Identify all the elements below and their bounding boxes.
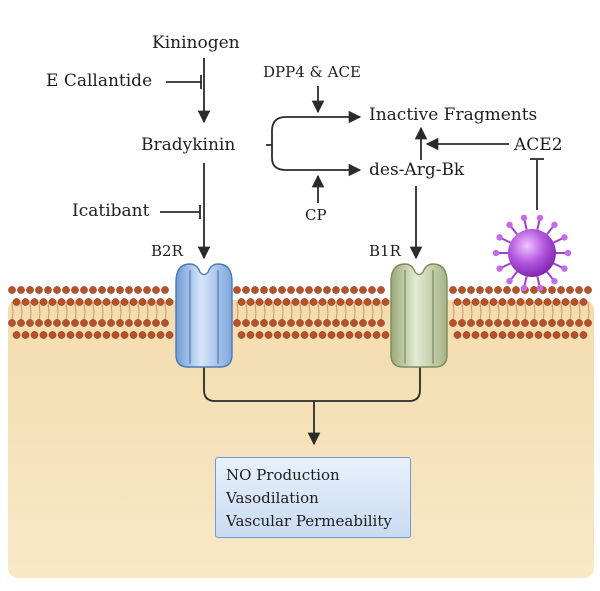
b2r-receptor <box>175 263 233 368</box>
label-cp: CP <box>305 206 327 224</box>
label-ace2: ACE2 <box>514 135 563 155</box>
label-kininogen: Kininogen <box>152 33 240 53</box>
virus-icon <box>492 214 572 292</box>
label-icatibant: Icatibant <box>72 201 150 221</box>
branch-bradykinin-to-desargbk <box>271 145 362 177</box>
b1r-receptor <box>390 263 448 368</box>
label-dpp4-ace: DPP4 & ACE <box>263 63 361 81</box>
pathway-arrows <box>160 58 544 446</box>
effect-vasodilation: Vasodilation <box>226 489 319 507</box>
label-bradykinin: Bradykinin <box>141 135 236 155</box>
label-b1r: B1R <box>369 242 401 260</box>
branch-bradykinin-to-fragments <box>266 110 362 146</box>
lipid-bilayer-membrane <box>8 286 592 339</box>
label-e-callantide: E Callantide <box>46 71 153 91</box>
label-inactive-fragments: Inactive Fragments <box>369 105 538 125</box>
cytoplasm-region <box>8 300 594 578</box>
effects-box: NO Production Vasodilation Vascular Perm… <box>215 457 411 538</box>
effect-vascular-permeability: Vascular Permeability <box>226 512 392 530</box>
label-des-arg-bk: des-Arg-Bk <box>369 160 465 180</box>
label-b2r: B2R <box>151 242 183 260</box>
effect-no-production: NO Production <box>226 466 340 484</box>
receptor-output-connector <box>203 364 421 402</box>
